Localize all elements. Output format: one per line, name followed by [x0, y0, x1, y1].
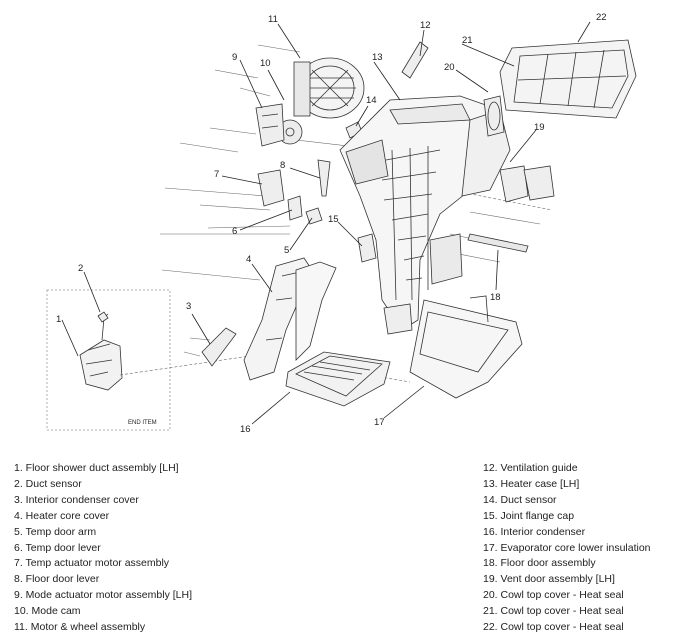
interior-condenser-part [285, 261, 391, 407]
callout-22: 22 [596, 12, 607, 23]
callout-numbers: 1 2 3 4 5 6 7 8 9 10 11 12 13 14 15 16 1… [56, 12, 607, 435]
legend-item: 15. Joint flange cap [483, 509, 575, 522]
callout-15: 15 [328, 214, 339, 225]
callout-20: 20 [444, 62, 455, 73]
callout-11: 11 [268, 14, 278, 25]
legend-item: 7. Temp actuator motor assembly [14, 557, 170, 570]
mode-actuator-part [255, 103, 285, 147]
callout-12: 12 [420, 20, 431, 31]
floor-door-lever-part [317, 159, 331, 197]
temp-door-arm-part [305, 207, 323, 225]
heater-core-cover-part [243, 257, 313, 381]
legend-item: 2. Duct sensor [14, 477, 82, 490]
duct-sensor-part [97, 311, 109, 323]
callout-7: 7 [214, 169, 219, 180]
ventilation-guide-part [401, 41, 429, 79]
end-item-label: END ITEM [128, 420, 157, 426]
callout-leaders [61, 21, 591, 425]
callout-10: 10 [260, 58, 271, 69]
callout-13: 13 [372, 52, 383, 63]
legend-item: 8. Floor door lever [14, 573, 100, 586]
callout-9: 9 [232, 52, 237, 63]
callout-18: 18 [490, 292, 501, 303]
legend-item: 17. Evaporator core lower insulation [483, 541, 651, 554]
cowl-top-cover-20-part [483, 95, 505, 137]
legend-item: 14. Duct sensor [483, 493, 557, 506]
legend-item: 10. Mode cam [14, 605, 81, 618]
floor-door-part [467, 233, 529, 253]
callout-17: 17 [374, 417, 385, 428]
callout-19: 19 [534, 122, 545, 133]
joint-flange-cap-part [357, 233, 377, 263]
callout-6: 6 [232, 226, 237, 237]
callout-4: 4 [246, 254, 251, 265]
legend-item: 1. Floor shower duct assembly [LH] [14, 462, 179, 474]
end-item-box [46, 289, 171, 431]
interior-condenser-cover-part [201, 327, 237, 367]
callout-1: 1 [56, 314, 61, 325]
legend-item: 3. Interior condenser cover [14, 493, 139, 506]
evaporator-insulation-part [409, 295, 523, 399]
cowl-top-cover-22-part [499, 39, 637, 119]
callout-8: 8 [280, 160, 285, 171]
parts-legend-left: 1. Floor shower duct assembly [LH] 2. Du… [14, 461, 192, 636]
callout-2: 2 [78, 263, 83, 274]
heater-case-part [339, 95, 511, 335]
legend-item: 20. Cowl top cover - Heat seal [483, 589, 624, 602]
legend-item: 4. Heater core cover [14, 509, 110, 522]
legend-item: 13. Heater case [LH] [483, 477, 580, 490]
callout-5: 5 [284, 245, 289, 256]
legend-item: 19. Vent door assembly [LH] [483, 573, 615, 586]
temp-actuator-part [257, 169, 285, 207]
legend-item: 9. Mode actuator motor assembly [LH] [14, 589, 192, 602]
vent-door-part [499, 165, 555, 203]
legend-item: 6. Temp door lever [14, 541, 101, 554]
callout-21: 21 [462, 35, 473, 46]
legend-item: 16. Interior condenser [483, 525, 586, 538]
parts-legend-right: 12. Ventilation guide 13. Heater case [L… [483, 461, 651, 636]
legend-item: 11. Motor & wheel assembly [14, 621, 146, 634]
callout-3: 3 [186, 301, 191, 312]
legend-item: 21. Cowl top cover - Heat seal [483, 605, 624, 618]
legend-item: 12. Ventilation guide [483, 462, 578, 474]
temp-door-lever-part [287, 195, 303, 221]
floor-shower-duct-part [79, 313, 123, 391]
callout-16: 16 [240, 424, 251, 435]
blower-motor-part [293, 57, 365, 119]
legend-item: 18. Floor door assembly [483, 557, 596, 570]
callout-14: 14 [366, 95, 377, 106]
exploded-parts-diagram: END ITEM [46, 12, 637, 435]
legend-item: 22. Cowl top cover - Heat seal [483, 621, 624, 634]
legend-item: 5. Temp door arm [14, 525, 97, 538]
